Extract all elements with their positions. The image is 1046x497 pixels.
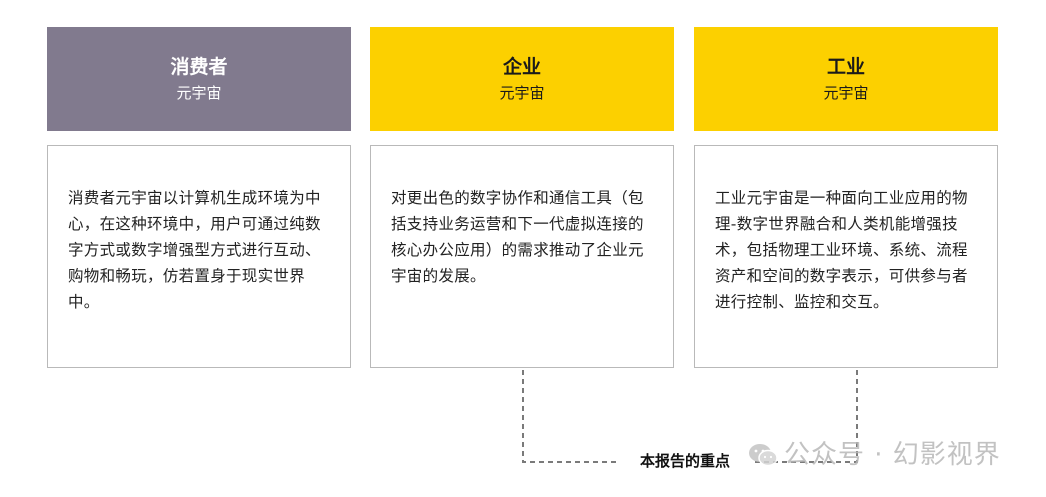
consumer-subtitle: 元宇宙 bbox=[176, 84, 222, 102]
industrial-title: 工业 bbox=[826, 56, 865, 78]
consumer-description: 消费者元宇宙以计算机生成环境为中心，在这种环境中，用户可通过纯数字方式或数字增强… bbox=[68, 189, 321, 311]
bracket-right-line bbox=[752, 370, 858, 463]
industrial-description: 工业元宇宙是一种面向工业应用的物理-数字世界融合和人类机能增强技术，包括物理工业… bbox=[715, 189, 968, 311]
consumer-card: 消费者元宇宙以计算机生成环境为中心，在这种环境中，用户可通过纯数字方式或数字增强… bbox=[47, 145, 351, 368]
consumer-title: 消费者 bbox=[170, 56, 228, 78]
enterprise-title: 企业 bbox=[502, 56, 541, 78]
consumer-header: 消费者 元宇宙 bbox=[47, 27, 351, 131]
industrial-subtitle: 元宇宙 bbox=[823, 84, 869, 102]
enterprise-card: 对更出色的数字协作和通信工具（包括支持业务运营和下一代虚拟连接的核心办公应用）的… bbox=[370, 145, 674, 368]
enterprise-header: 企业 元宇宙 bbox=[370, 27, 674, 131]
bracket-left-line bbox=[522, 370, 617, 463]
watermark-text: 公众号 · 幻影视界 bbox=[784, 440, 1001, 470]
enterprise-subtitle: 元宇宙 bbox=[499, 84, 545, 102]
report-focus-label: 本报告的重点 bbox=[640, 452, 731, 470]
industrial-header: 工业 元宇宙 bbox=[694, 27, 998, 131]
wechat-icon bbox=[749, 444, 778, 467]
watermark: 公众号 · 幻影视界 bbox=[748, 437, 1001, 473]
industrial-card: 工业元宇宙是一种面向工业应用的物理-数字世界融合和人类机能增强技术，包括物理工业… bbox=[694, 145, 998, 368]
enterprise-description: 对更出色的数字协作和通信工具（包括支持业务运营和下一代虚拟连接的核心办公应用）的… bbox=[391, 189, 644, 285]
